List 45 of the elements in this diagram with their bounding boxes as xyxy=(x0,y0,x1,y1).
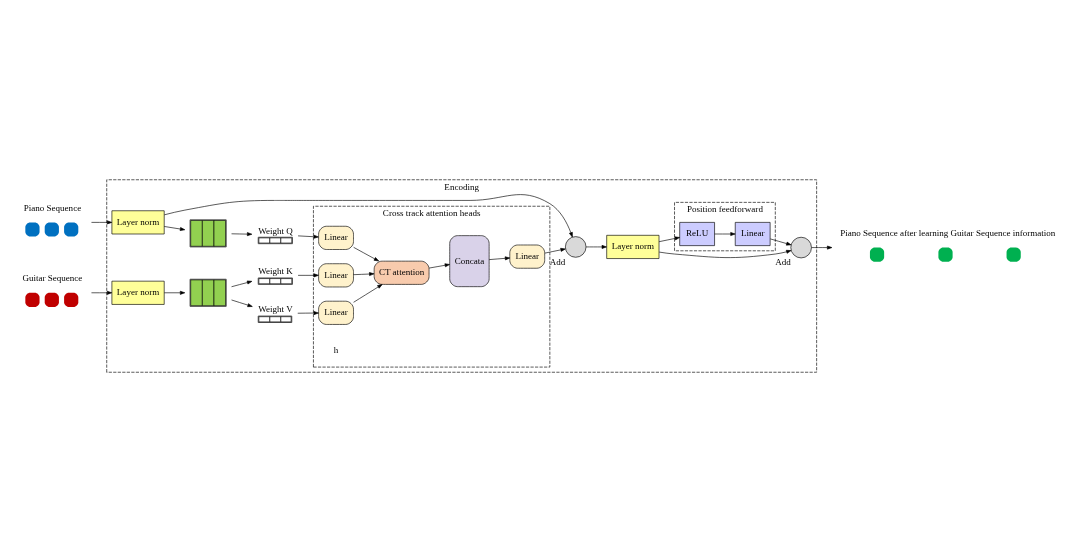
arrow xyxy=(714,231,736,236)
node-box: ReLU xyxy=(679,221,715,246)
arrow xyxy=(544,247,566,253)
arrow xyxy=(585,244,607,249)
node-box: Linear xyxy=(734,221,771,246)
arrow xyxy=(353,271,375,276)
node-label: Piano Sequence after learning Guitar Sequence information xyxy=(840,227,1056,238)
node-circle xyxy=(565,235,587,258)
arrow xyxy=(811,245,833,249)
node-box: CT attention xyxy=(373,260,430,285)
arrow xyxy=(658,249,792,258)
node-label: Weight K xyxy=(258,265,293,276)
arrow xyxy=(770,238,792,245)
arrow xyxy=(231,299,253,307)
node-box: Linear xyxy=(509,244,545,269)
arrow xyxy=(164,193,573,237)
node-box: Layer norm xyxy=(606,234,660,259)
arrow xyxy=(353,283,383,303)
node-circle xyxy=(790,236,812,258)
arrow xyxy=(164,225,186,231)
arrow xyxy=(164,290,186,295)
node-label: Add xyxy=(549,256,566,266)
node-box: Linear xyxy=(318,300,354,325)
node-box: Layer norm xyxy=(111,280,165,305)
label: h xyxy=(333,344,339,355)
node-box: Layer norm xyxy=(111,209,165,234)
node-label: Weight Q xyxy=(258,225,293,235)
arrow xyxy=(231,231,253,236)
arrow xyxy=(91,290,113,295)
arrow xyxy=(353,246,380,261)
arrow xyxy=(297,234,319,239)
arrow xyxy=(658,236,680,242)
node-label: Add xyxy=(775,256,791,267)
node-label: Guitar Sequence xyxy=(22,272,83,283)
node-box: Concata xyxy=(449,234,490,287)
arrow xyxy=(231,280,253,287)
arrow xyxy=(428,262,450,268)
arrow xyxy=(297,272,319,277)
node-box: Linear xyxy=(318,262,354,287)
node-label: Piano Sequence xyxy=(23,202,82,213)
node-label: Weight V xyxy=(258,303,293,314)
arrow xyxy=(297,310,319,315)
arrow xyxy=(91,219,113,224)
arrow xyxy=(488,255,511,260)
node-box: Linear xyxy=(318,225,354,250)
